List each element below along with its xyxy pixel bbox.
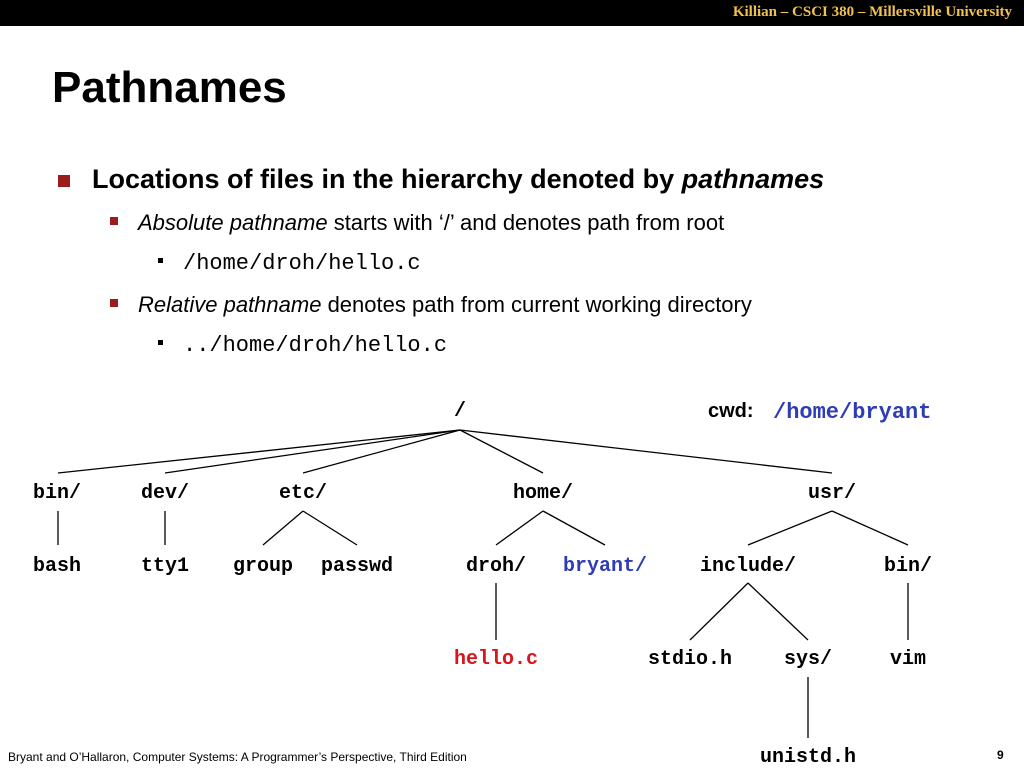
- node-hello: hello.c: [453, 648, 539, 671]
- node-group: group: [232, 555, 294, 578]
- slide-title: Pathnames: [52, 63, 287, 112]
- course-label: Killian – CSCI 380 – Millersville Univer…: [732, 4, 1012, 20]
- node-passwd: passwd: [320, 555, 394, 578]
- bullet-emphasis: pathnames: [681, 164, 825, 194]
- node-bryant: bryant/: [562, 555, 648, 578]
- edge-etc-group: [262, 510, 304, 546]
- node-root: /: [453, 400, 467, 423]
- edge-root-dev: [164, 429, 461, 474]
- node-unistd: unistd.h: [759, 746, 857, 769]
- edge-home-droh: [495, 510, 544, 546]
- node-stdio: stdio.h: [647, 648, 733, 671]
- square-bullet-icon: [58, 174, 70, 187]
- header-bar: Killian – CSCI 380 – Millersville Univer…: [0, 0, 1024, 26]
- node-droh: droh/: [465, 555, 527, 578]
- node-tty1: tty1: [140, 555, 190, 578]
- relative-example: ../home/droh/hello.c: [158, 333, 447, 358]
- relative-term: Relative pathname: [138, 292, 322, 317]
- edge-root-usr: [459, 429, 833, 474]
- relative-example-path: ../home/droh/hello.c: [183, 333, 448, 358]
- absolute-desc: starts with ‘/’ and denotes path from ro…: [327, 210, 725, 235]
- absolute-example: /home/droh/hello.c: [158, 251, 421, 276]
- cwd-label: cwd:: [708, 400, 754, 422]
- edge-include-stdio: [689, 582, 749, 641]
- square-bullet-icon: [110, 217, 118, 226]
- edge-include-sys: [747, 582, 809, 641]
- page-number: 9: [997, 748, 1004, 762]
- node-vim: vim: [889, 648, 927, 671]
- bullet-relative: Relative pathname denotes path from curr…: [110, 292, 752, 318]
- square-bullet-icon: [110, 299, 118, 308]
- edge-usr-include: [747, 510, 833, 546]
- node-bash: bash: [32, 555, 82, 578]
- edge-home-bryant: [542, 510, 606, 546]
- node-sys: sys/: [783, 648, 833, 671]
- node-etc: etc/: [278, 482, 328, 505]
- node-usr: usr/: [807, 482, 857, 505]
- cwd-value: /home/bryant: [773, 400, 932, 425]
- footer-citation: Bryant and O’Hallaron, Computer Systems:…: [8, 750, 467, 764]
- bullet-absolute: Absolute pathname starts with ‘/’ and de…: [110, 210, 724, 236]
- small-bullet-icon: [158, 257, 163, 263]
- node-home: home/: [512, 482, 574, 505]
- absolute-term: Absolute pathname: [138, 210, 328, 235]
- edge-root-etc: [302, 429, 461, 474]
- node-usr-bin: bin/: [883, 555, 933, 578]
- edge-root-home: [459, 429, 544, 474]
- node-bin: bin/: [32, 482, 82, 505]
- small-bullet-icon: [158, 339, 163, 345]
- bullet-text: Locations of files in the hierarchy deno…: [92, 164, 682, 194]
- edge-usr-bin: [831, 510, 909, 546]
- edge-root-bin: [57, 429, 461, 474]
- relative-desc: denotes path from current working direct…: [321, 292, 752, 317]
- absolute-example-path: /home/droh/hello.c: [183, 251, 421, 276]
- node-include: include/: [699, 555, 797, 578]
- edge-etc-passwd: [302, 510, 358, 546]
- bullet-locations: Locations of files in the hierarchy deno…: [58, 164, 824, 195]
- node-dev: dev/: [140, 482, 190, 505]
